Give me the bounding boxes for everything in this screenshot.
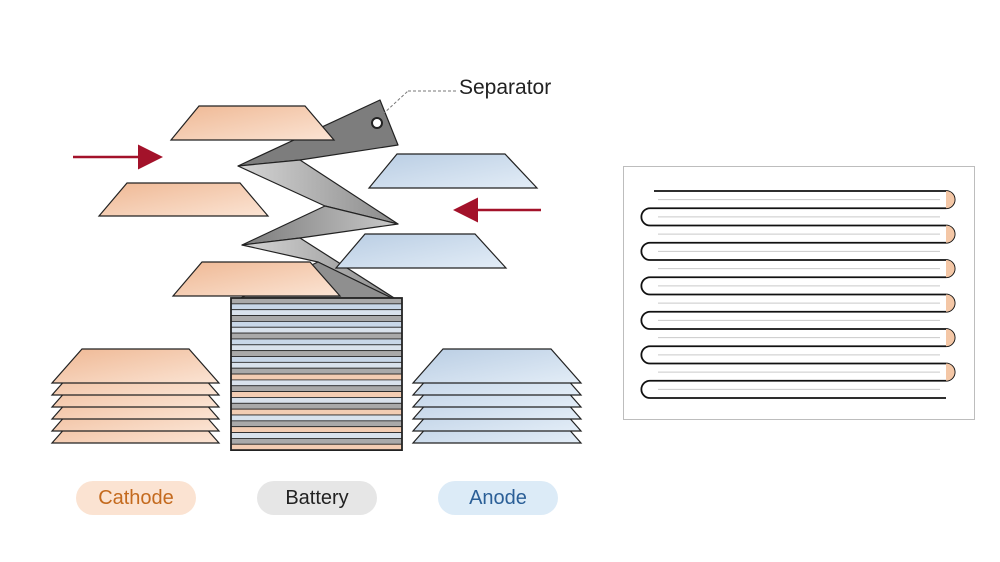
battery-layer — [230, 350, 403, 357]
cathode-sheet — [97, 182, 270, 217]
battery-layer — [230, 356, 403, 363]
zfold-cross-section-panel — [623, 166, 975, 420]
battery-layer — [230, 303, 403, 311]
battery-layer — [230, 338, 403, 346]
battery-layer — [230, 332, 403, 340]
battery-layer — [230, 402, 403, 410]
battery-layer — [230, 367, 403, 375]
battery-stack — [230, 297, 403, 452]
battery-outline — [230, 297, 403, 452]
separator-roll-icon — [371, 117, 383, 129]
battery-layer — [230, 361, 403, 369]
zfold-cathode-edge — [946, 260, 955, 278]
battery-layer — [230, 397, 403, 404]
battery-layer — [230, 309, 403, 316]
anode-stack — [411, 348, 583, 444]
zfold-cross-section — [640, 190, 956, 399]
battery-layer — [230, 315, 403, 322]
battery-layer — [230, 379, 403, 387]
cathode-sheet — [169, 105, 336, 141]
battery-layer — [230, 344, 403, 352]
battery-label: Battery — [257, 481, 377, 515]
cathode-sheet — [171, 261, 342, 297]
separator-leader-line — [382, 90, 409, 115]
anode-sheet — [367, 153, 539, 189]
zfold-cathode-edge — [946, 329, 955, 347]
anode-label: Anode — [438, 481, 558, 515]
zfold-separator-path — [640, 190, 956, 399]
cathode-label: Cathode — [76, 481, 196, 515]
battery-layer — [230, 326, 403, 334]
battery-layer — [230, 385, 403, 392]
zfold-cathode-edge — [946, 191, 955, 209]
battery-layer — [230, 426, 403, 433]
battery-layer — [230, 432, 403, 439]
battery-layer — [230, 437, 403, 445]
battery-layer — [230, 420, 403, 428]
separator-label: Separator — [459, 76, 552, 99]
cathode-sheet — [50, 348, 221, 384]
anode-sheet — [411, 348, 583, 384]
anode-sheet — [334, 233, 508, 269]
battery-layer — [230, 408, 403, 416]
battery-layer — [230, 391, 403, 398]
zfold-cathode-edge — [946, 225, 955, 243]
battery-layer — [230, 320, 403, 328]
zfold-cathode-edge — [946, 363, 955, 381]
cathode-stack — [50, 348, 221, 444]
battery-layer — [230, 373, 403, 381]
battery-layer — [230, 414, 403, 422]
zfold-cathode-edge — [946, 294, 955, 312]
